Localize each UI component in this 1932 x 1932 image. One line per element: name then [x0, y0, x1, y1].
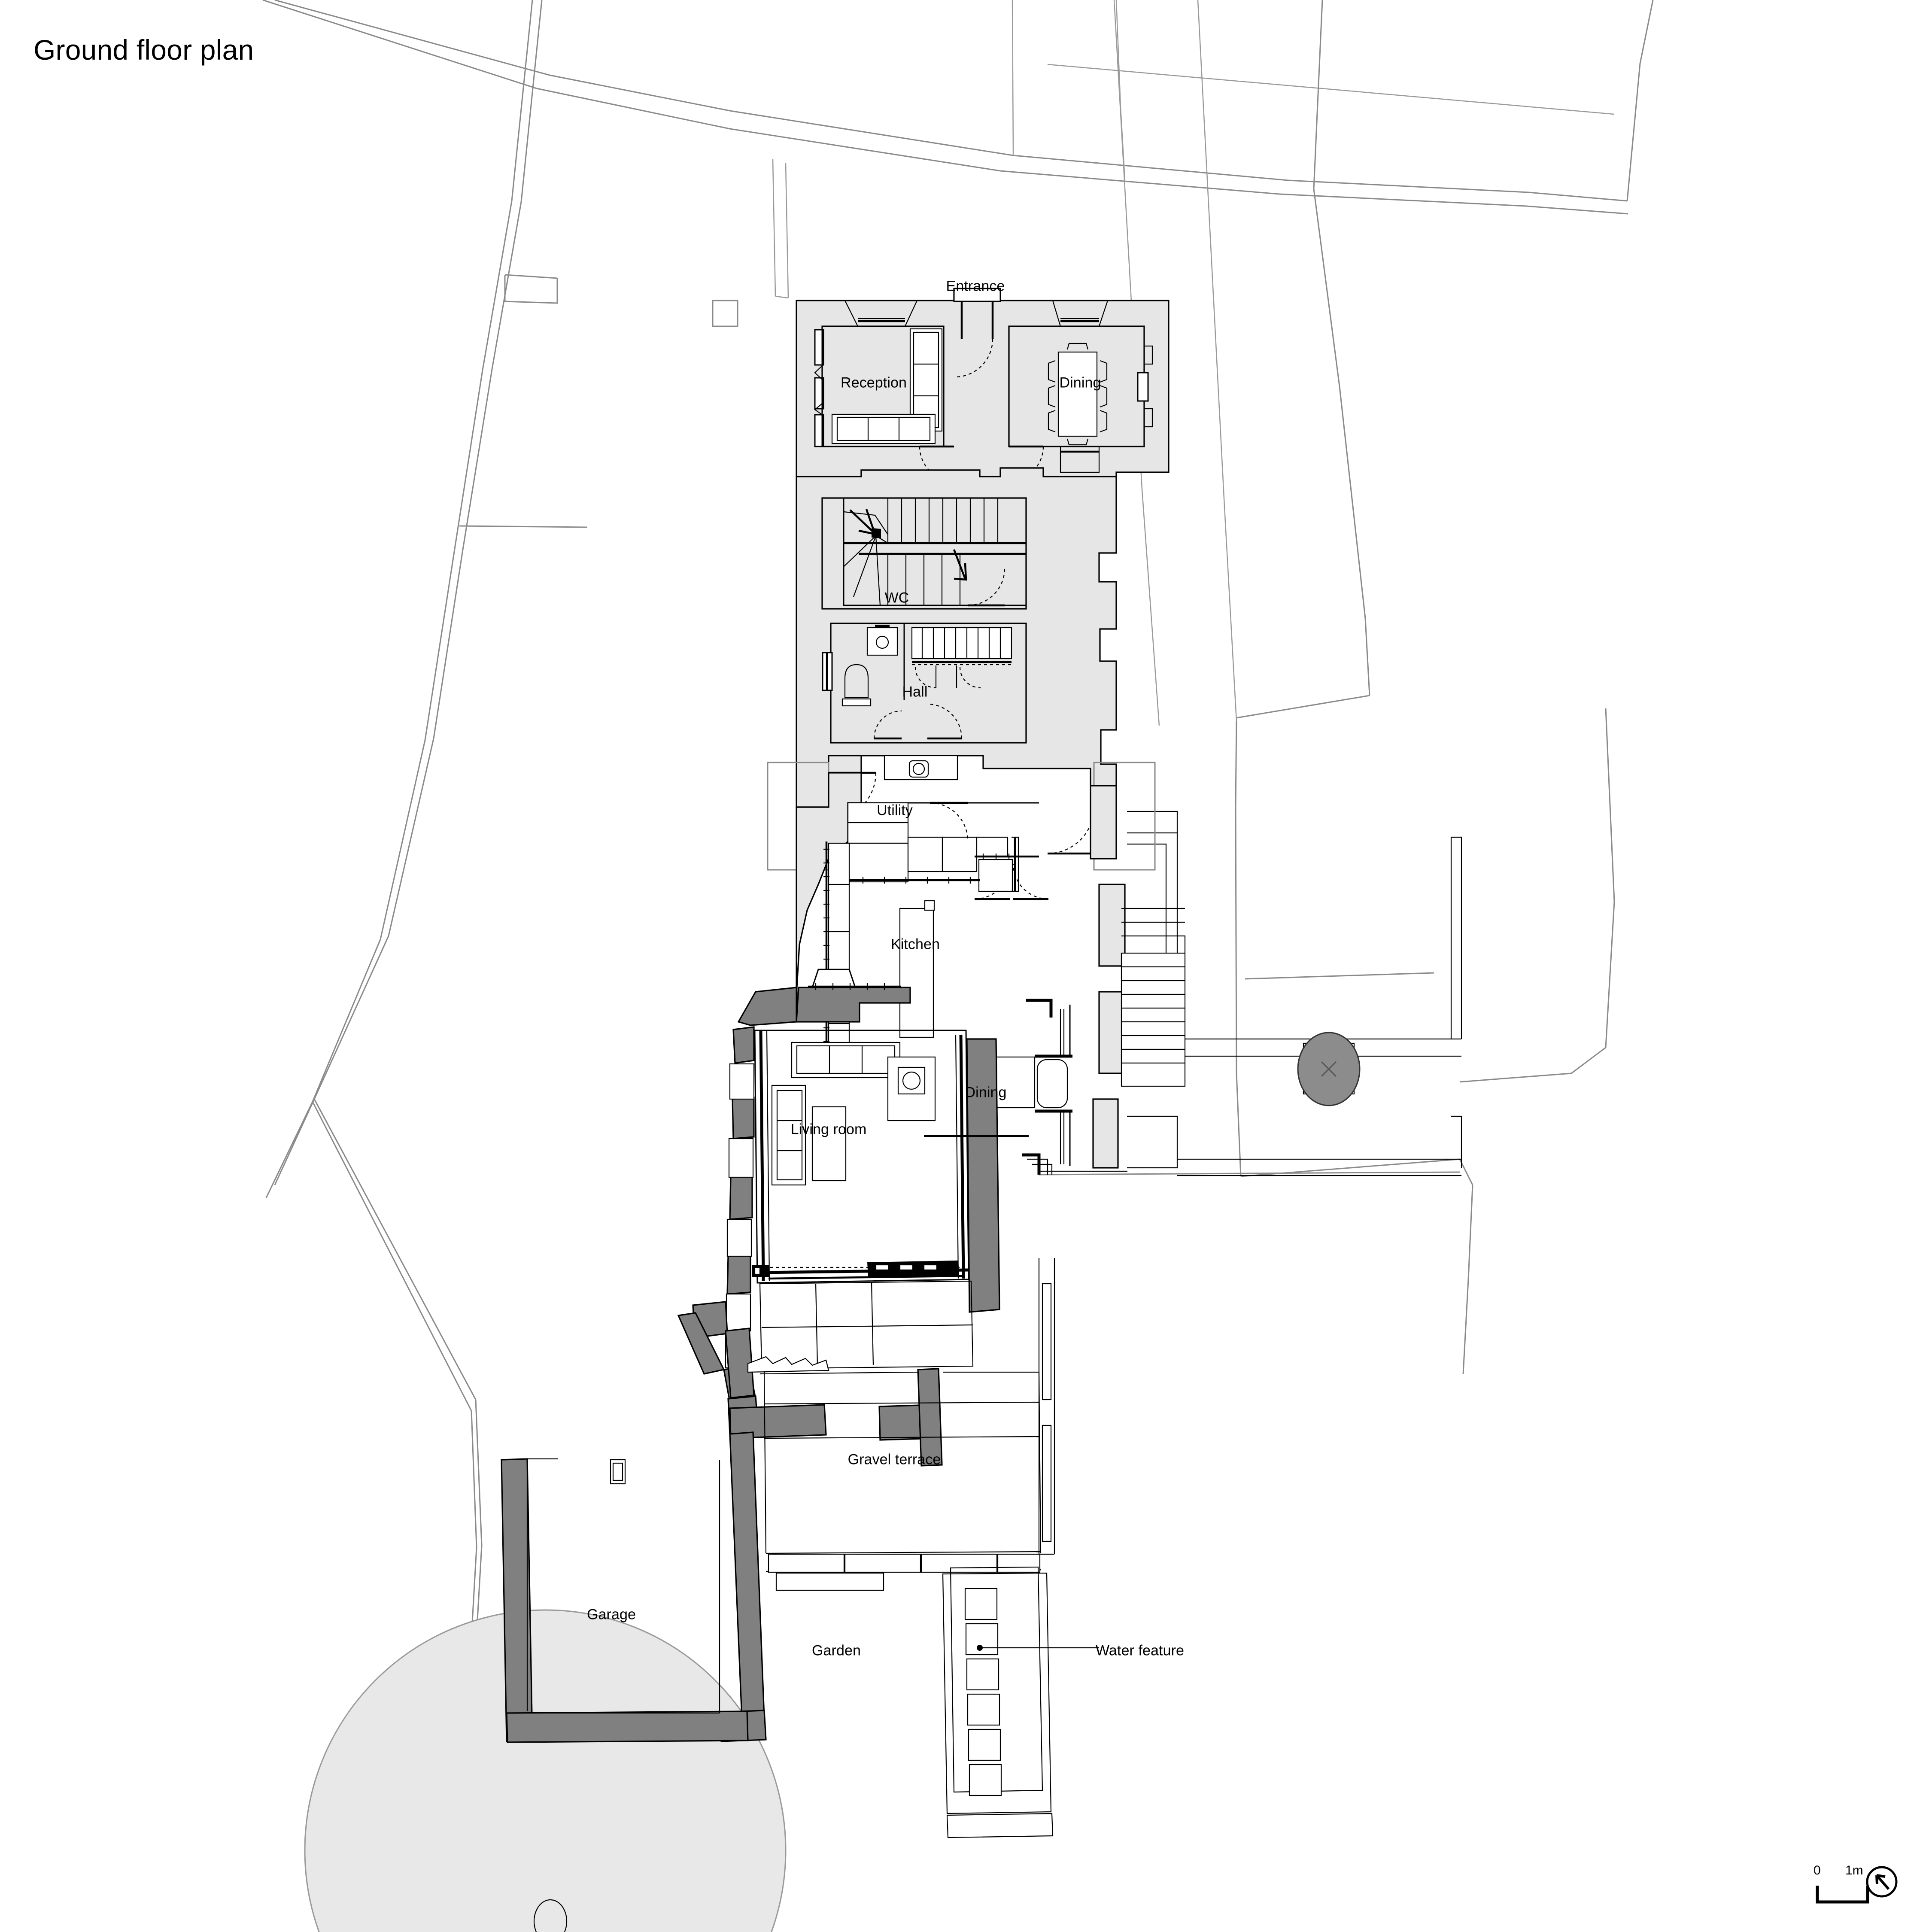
room-label-garage: Garage — [586, 1606, 636, 1623]
room-label-living-room: Living room — [790, 1121, 867, 1138]
dining-room-north — [1008, 300, 1153, 482]
room-label-water-feature: Water feature — [1095, 1642, 1185, 1659]
room-label-reception: Reception — [841, 374, 907, 391]
water-feature-area — [942, 1566, 1054, 1838]
garden-walls — [501, 1301, 943, 1743]
room-label-kitchen: Kitchen — [890, 936, 940, 953]
utility-room — [847, 755, 1039, 892]
scale-bar-zero-label: 0 — [1814, 1863, 1821, 1877]
room-label-dining-lower: Dining — [965, 1084, 1007, 1101]
page-title: Ground floor plan — [33, 34, 254, 66]
room-label-gravel-terrace: Gravel terrace — [848, 1451, 941, 1468]
tree-canopy-bottom-left — [304, 1609, 787, 1932]
scale-bar — [1816, 1886, 1869, 1904]
room-label-hall: Hall — [902, 683, 928, 700]
room-label-garden: Garden — [811, 1642, 861, 1659]
dining-area-lower — [982, 999, 1072, 1175]
gravel-terrace-area — [747, 1356, 1042, 1591]
leader-lines — [924, 1135, 1099, 1651]
staircase — [843, 497, 1027, 607]
reception-room — [814, 300, 954, 482]
north-arrow-symbol — [1866, 1866, 1898, 1898]
room-label-entrance: Entrance — [946, 278, 1005, 295]
wc-room — [822, 623, 1027, 744]
room-label-dining-upper: Dining — [1059, 374, 1101, 391]
room-label-wc: WC — [884, 589, 909, 606]
scale-bar-one-metre-label: 1m — [1845, 1863, 1863, 1877]
entrance-door — [953, 288, 1001, 378]
tree-symbol-right — [1297, 1032, 1361, 1106]
living-room-extension — [725, 969, 1000, 1370]
room-label-utility: Utility — [877, 802, 913, 819]
